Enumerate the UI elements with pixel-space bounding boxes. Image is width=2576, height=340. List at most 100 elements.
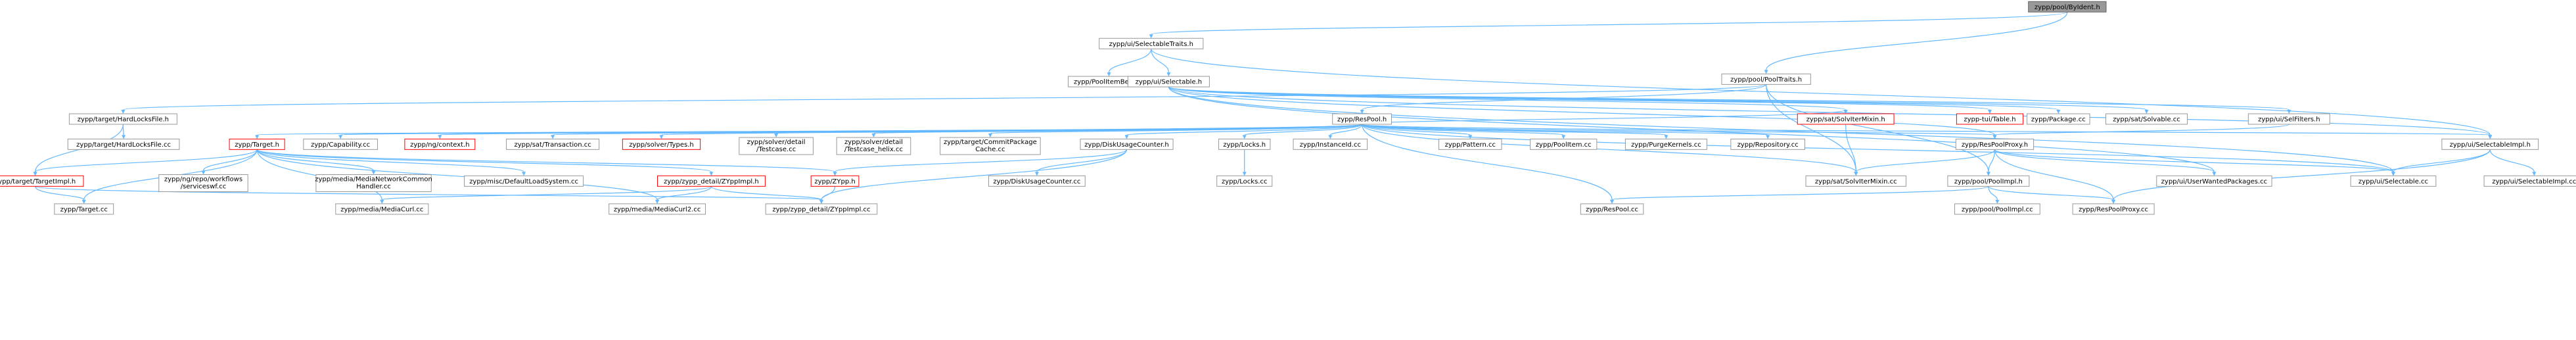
graph-node[interactable]: zypp/ResPool.h — [1332, 113, 1392, 125]
edge-arrowhead — [709, 172, 714, 176]
graph-node[interactable]: zypp/ui/Selectable.h — [1127, 76, 1210, 87]
graph-node[interactable]: zypp/ui/SelectableTraits.h — [1099, 37, 1204, 49]
node-label: zypp/ui/Selectable.h — [1136, 79, 1203, 86]
node-box — [656, 175, 766, 187]
node-box — [1955, 138, 2035, 150]
graph-node[interactable]: zypp-tui/Table.h — [1956, 113, 2024, 125]
edge-arrowhead — [380, 199, 384, 204]
graph-node[interactable]: zypp/PurgeKernels.cc — [1624, 138, 1707, 150]
graph-node[interactable]: zypp/sat/Solvable.cc — [2105, 113, 2188, 125]
graph-node[interactable]: zypp/DiskUsageCounter.h — [1080, 138, 1174, 150]
graph-node[interactable]: zypp/ResPoolProxy.cc — [2072, 203, 2155, 215]
graph-node[interactable]: zypp/ui/Selectable.cc — [2350, 175, 2437, 187]
edge-arrowhead — [1561, 135, 1566, 139]
graph-node[interactable]: zypp/Pattern.cc — [1438, 138, 1502, 150]
graph-node[interactable]: zypp/Capability.cc — [303, 138, 378, 150]
node-label: zypp/ResPool.h — [1337, 116, 1387, 123]
graph-node[interactable]: zypp/pool/PoolImpl.h — [1947, 175, 2030, 187]
graph-node[interactable]: zypp/ui/SelFilters.h — [2247, 113, 2330, 125]
graph-node[interactable]: zypp/ng/context.h — [404, 138, 476, 150]
graph-node[interactable]: zypp/PoolItem.cc — [1530, 138, 1598, 150]
edge-arrowhead — [819, 199, 823, 204]
node-label: zypp/Package.cc — [2031, 116, 2086, 123]
graph-node[interactable]: zypp/InstanceId.cc — [1293, 138, 1368, 150]
graph-node[interactable]: zypp/media/MediaCurl.cc — [335, 203, 429, 215]
graph-node[interactable]: zypp/target/HardLocksFile.h — [68, 113, 177, 125]
graph-node[interactable]: zypp/pool/PoolTraits.h — [1721, 73, 1811, 85]
edge-arrowhead — [1124, 135, 1129, 139]
graph-node[interactable]: zypp/sat/SolvIterMixin.h — [1797, 113, 1895, 125]
node-box — [609, 203, 706, 215]
graph-node[interactable]: zypp/solver/Types.h — [622, 138, 701, 150]
graph-node[interactable]: zypp/Target.h — [229, 138, 285, 150]
edge-arrowhead — [1107, 72, 1111, 77]
edge-arrowhead — [1242, 135, 1247, 139]
graph-node[interactable]: zypp/Repository.cc — [1730, 138, 1805, 150]
dependency-edge — [821, 186, 836, 201]
graph-node[interactable]: zypp/DiskUsageCounter.cc — [988, 175, 1086, 187]
edge-arrowhead — [1149, 34, 1153, 39]
graph-node[interactable]: zypp/pool/PoolImpl.cc — [1954, 203, 2040, 215]
node-label: zypp/zypp_detail/ZYppImpl.cc — [772, 206, 870, 213]
graph-node[interactable]: zypp/ResPool.cc — [1580, 203, 1644, 215]
graph-node[interactable]: zypp/ResPoolProxy.h — [1955, 138, 2035, 150]
node-box — [1216, 175, 1273, 187]
edge-arrowhead — [871, 134, 876, 138]
node-box — [836, 137, 911, 155]
dependency-edge — [1168, 86, 2289, 110]
graph-node[interactable]: zypp/target/TargetImpl.h — [0, 175, 84, 187]
node-label: /Testcase.cc — [756, 146, 796, 153]
edge-arrowhead — [1854, 172, 1858, 176]
graph-node[interactable]: zypp/sat/Transaction.cc — [506, 138, 600, 150]
edge-arrowhead — [988, 134, 992, 138]
node-box — [2072, 203, 2155, 215]
node-label: /Testcase_helix.cc — [844, 146, 903, 153]
dependency-edge — [122, 84, 1767, 110]
dependency-edge — [656, 186, 712, 201]
graph-node[interactable]: zypp/Target.cc — [54, 203, 114, 215]
dependency-edge — [1362, 124, 1564, 135]
dependency-edge — [1845, 124, 1856, 172]
graph-node[interactable]: zypp/solver/detail/Testcase.cc — [739, 137, 814, 155]
graph-node[interactable]: zypp/ng/repo/workflows/serviceswf.cc — [158, 174, 248, 192]
edge-arrowhead — [81, 199, 86, 204]
graph-node[interactable]: zypp/ui/SelectableImpl.h — [2441, 138, 2539, 150]
graph-node[interactable]: zypp/Locks.cc — [1216, 175, 1273, 187]
edge-arrowhead — [2056, 109, 2061, 114]
graph-node[interactable]: zypp/zypp_detail/ZYppImpl.h — [656, 175, 766, 187]
edge-arrowhead — [1328, 135, 1333, 139]
node-box — [988, 175, 1086, 187]
arrowhead-layer — [33, 34, 2537, 204]
graph-node[interactable]: zypp/Locks.h — [1218, 138, 1271, 150]
graph-node[interactable]: zypp/sat/SolvIterMixin.cc — [1805, 175, 1907, 187]
edge-arrowhead — [1995, 199, 2000, 204]
graph-node[interactable]: zypp/media/MediaCurl2.cc — [609, 203, 706, 215]
node-label: zypp/ui/Selectable.cc — [2358, 178, 2428, 185]
edge-arrowhead — [1610, 199, 1615, 204]
graph-node[interactable]: zypp/ZYpp.h — [810, 175, 860, 187]
edge-arrowhead — [522, 172, 526, 176]
dependency-edge — [2113, 149, 2491, 201]
edge-arrowhead — [1242, 172, 1247, 176]
graph-node[interactable]: zypp/ui/SelectableImpl.cc — [2483, 175, 2576, 187]
edge-arrowhead — [1992, 135, 1997, 139]
root-node[interactable]: zypp/pool/ByIdent.h — [2028, 1, 2107, 12]
node-label: zypp/zypp_detail/ZYppImpl.h — [664, 178, 759, 185]
dependency-edge — [256, 149, 712, 172]
graph-node[interactable]: zypp/misc/DefaultLoadSystem.cc — [464, 175, 584, 187]
node-label: zypp/target/TargetImpl.h — [0, 178, 76, 185]
graph-node[interactable]: zypp/ui/UserWantedPackages.cc — [2156, 175, 2272, 187]
node-label: zypp/media/MediaCurl2.cc — [614, 206, 701, 213]
graph-node[interactable]: zypp/solver/detail/Testcase_helix.cc — [836, 137, 911, 155]
edge-arrowhead — [1468, 135, 1473, 139]
dependency-edge — [256, 149, 658, 201]
graph-node[interactable]: zypp/Package.cc — [2027, 113, 2090, 125]
edge-arrowhead — [255, 135, 260, 139]
graph-node[interactable]: zypp/zypp_detail/ZYppImpl.cc — [765, 203, 878, 215]
graph-node[interactable]: zypp/target/HardLocksFile.cc — [67, 138, 180, 150]
node-box — [2028, 1, 2107, 12]
dependency-edge — [821, 149, 1128, 201]
node-label: zypp/PoolItem.cc — [1536, 141, 1592, 149]
